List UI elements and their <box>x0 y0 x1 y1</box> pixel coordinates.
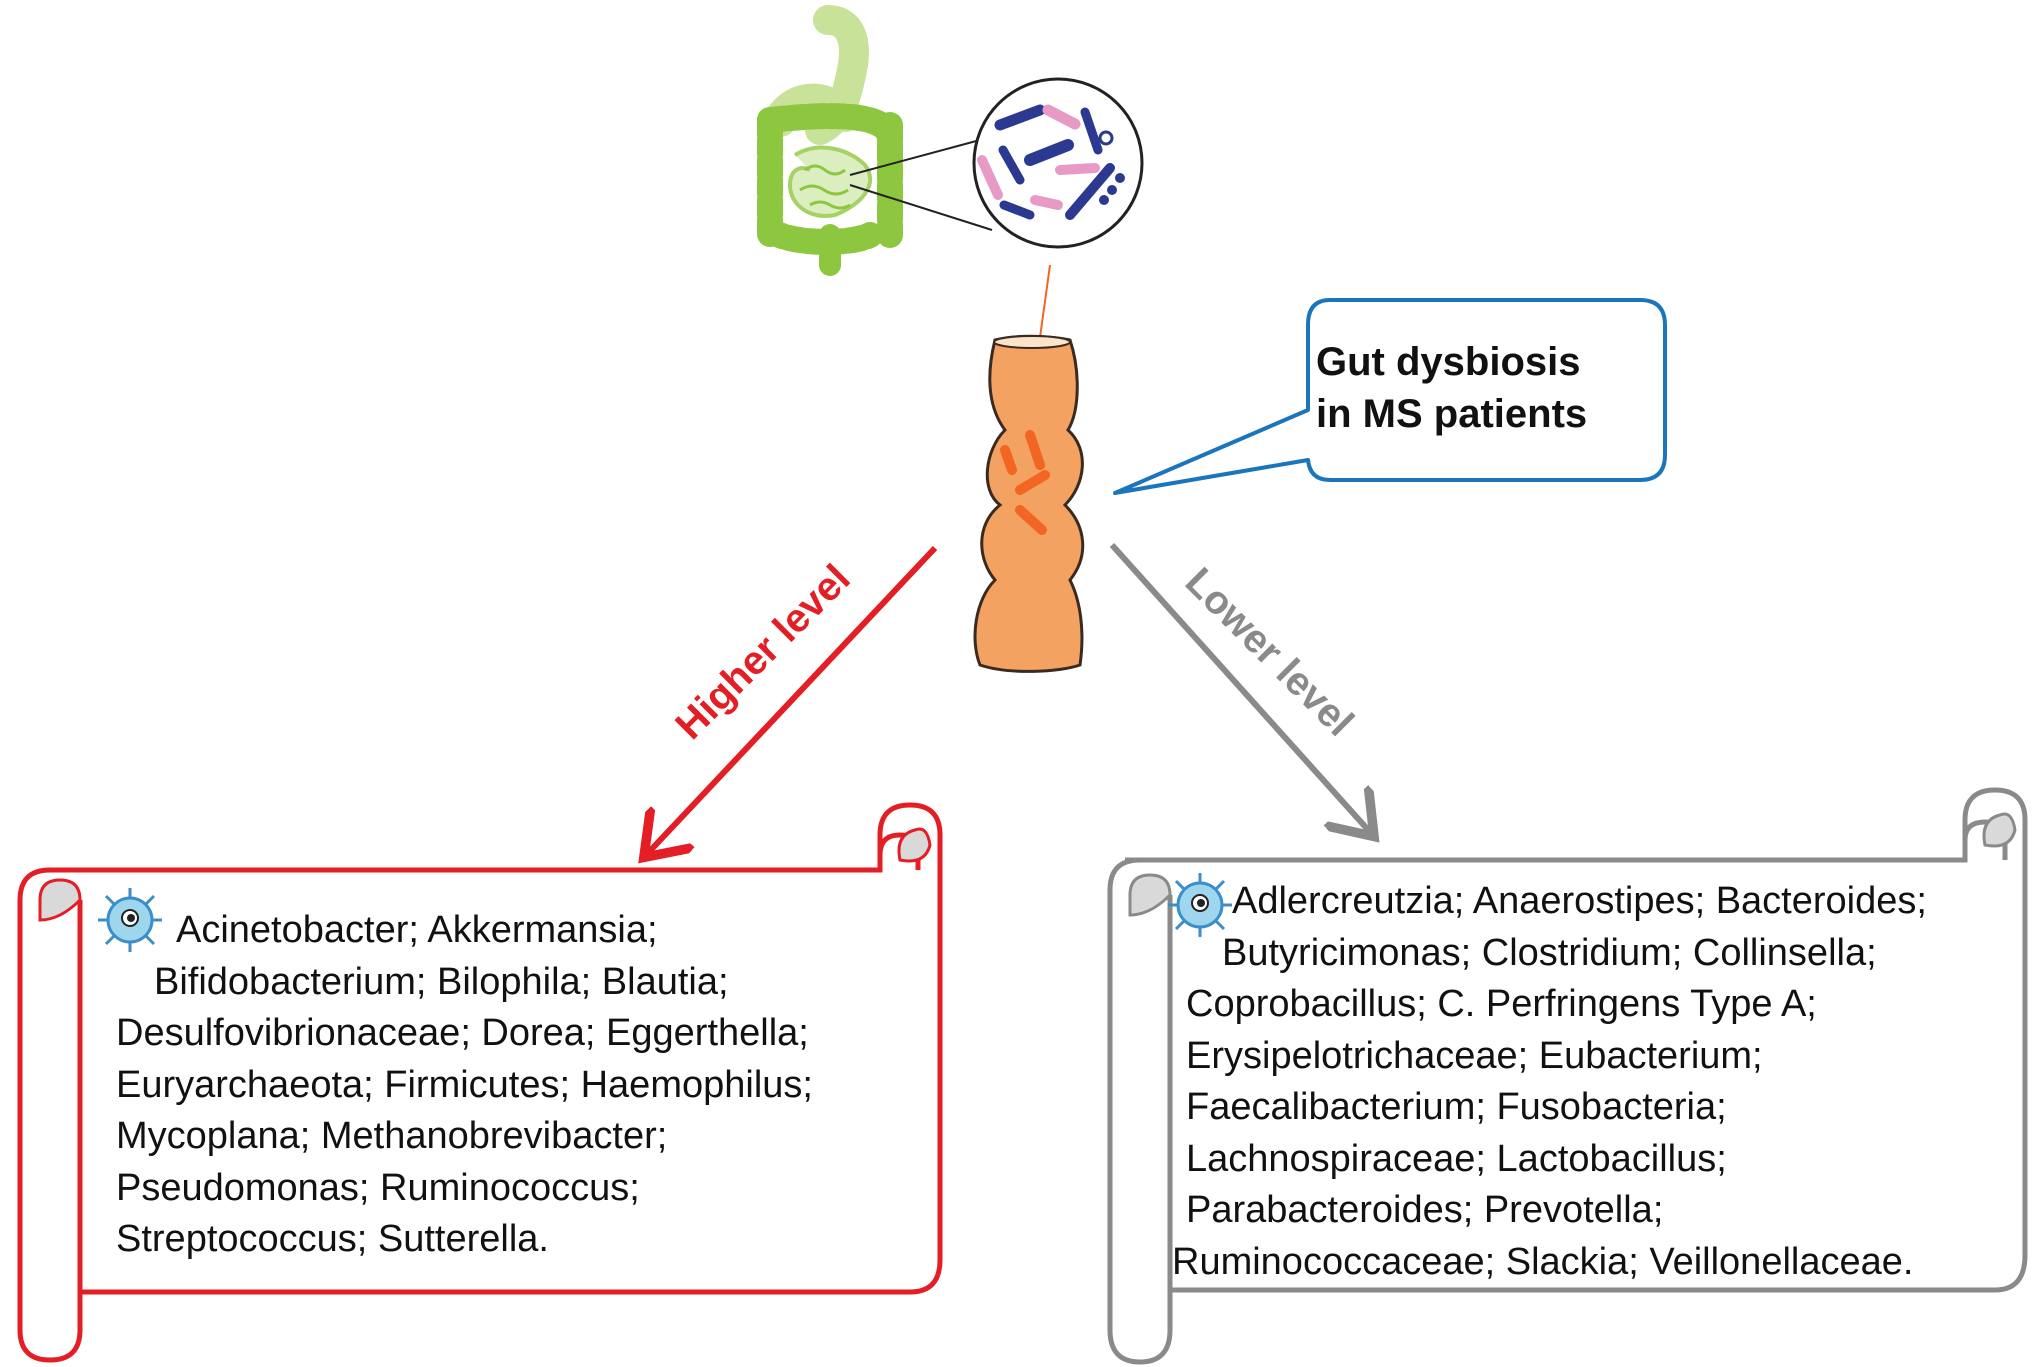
list-item: Parabacteroides; Prevotella; <box>1186 1189 1664 1231</box>
list-item: Euryarchaeota; Firmicutes; Haemophilus; <box>116 1063 813 1106</box>
microbe-icon <box>98 888 162 952</box>
list-item: Coprobacillus; C. Perfringens Type A; <box>1186 983 1817 1025</box>
callout-text: Gut dysbiosis in MS patients <box>1316 336 1696 440</box>
list-item: Streptococcus; Sutterella. <box>116 1218 549 1260</box>
list-item: Pseudomonas; Ruminococcus; <box>116 1166 640 1209</box>
list-item: Erysipelotrichaceae; Eubacterium; <box>1186 1034 1763 1077</box>
lower-level-arrow <box>1109 542 1370 832</box>
bacteria-magnifier-icon <box>972 77 1144 249</box>
list-item: Ruminococcaceae; Slackia; Veillonellacea… <box>1172 1240 1914 1283</box>
callout-bubble <box>1113 298 1667 495</box>
higher-level-scroll <box>17 802 943 1363</box>
zoom-line-bottom <box>849 184 993 231</box>
list-item: Faecalibacterium; Fusobacteria; <box>1186 1086 1727 1128</box>
callout-line: Gut dysbiosis <box>1316 340 1581 384</box>
higher-level-arrow <box>648 545 938 853</box>
higher-level-list: Acinetobacter; Akkermansia; Bifidobacter… <box>116 905 813 1266</box>
list-item: Mycoplana; Methanobrevibacter; <box>116 1115 668 1157</box>
lower-level-scroll <box>1107 787 2028 1365</box>
list-item: Acinetobacter; Akkermansia; <box>176 909 658 951</box>
lower-level-list: Adlercreutzia; Anaerostipes; Bacteroides… <box>1172 876 1927 1288</box>
microbe-icon <box>1168 873 1232 937</box>
list-item: Adlercreutzia; Anaerostipes; Bacteroides… <box>1232 880 1927 922</box>
list-item: Desulfovibrionaceae; Dorea; Eggerthella; <box>116 1012 809 1054</box>
callout-line: in MS patients <box>1316 392 1588 436</box>
list-item: Lachnospiraceae; Lactobacillus; <box>1186 1137 1727 1180</box>
list-item: Butyricimonas; Clostridium; Collinsella; <box>1222 931 1877 974</box>
intestine-icon <box>757 5 903 276</box>
colon-segment-icon <box>973 334 1085 673</box>
zoom-line-top <box>849 139 981 176</box>
list-item: Bifidobacterium; Bilophila; Blautia; <box>154 960 729 1003</box>
